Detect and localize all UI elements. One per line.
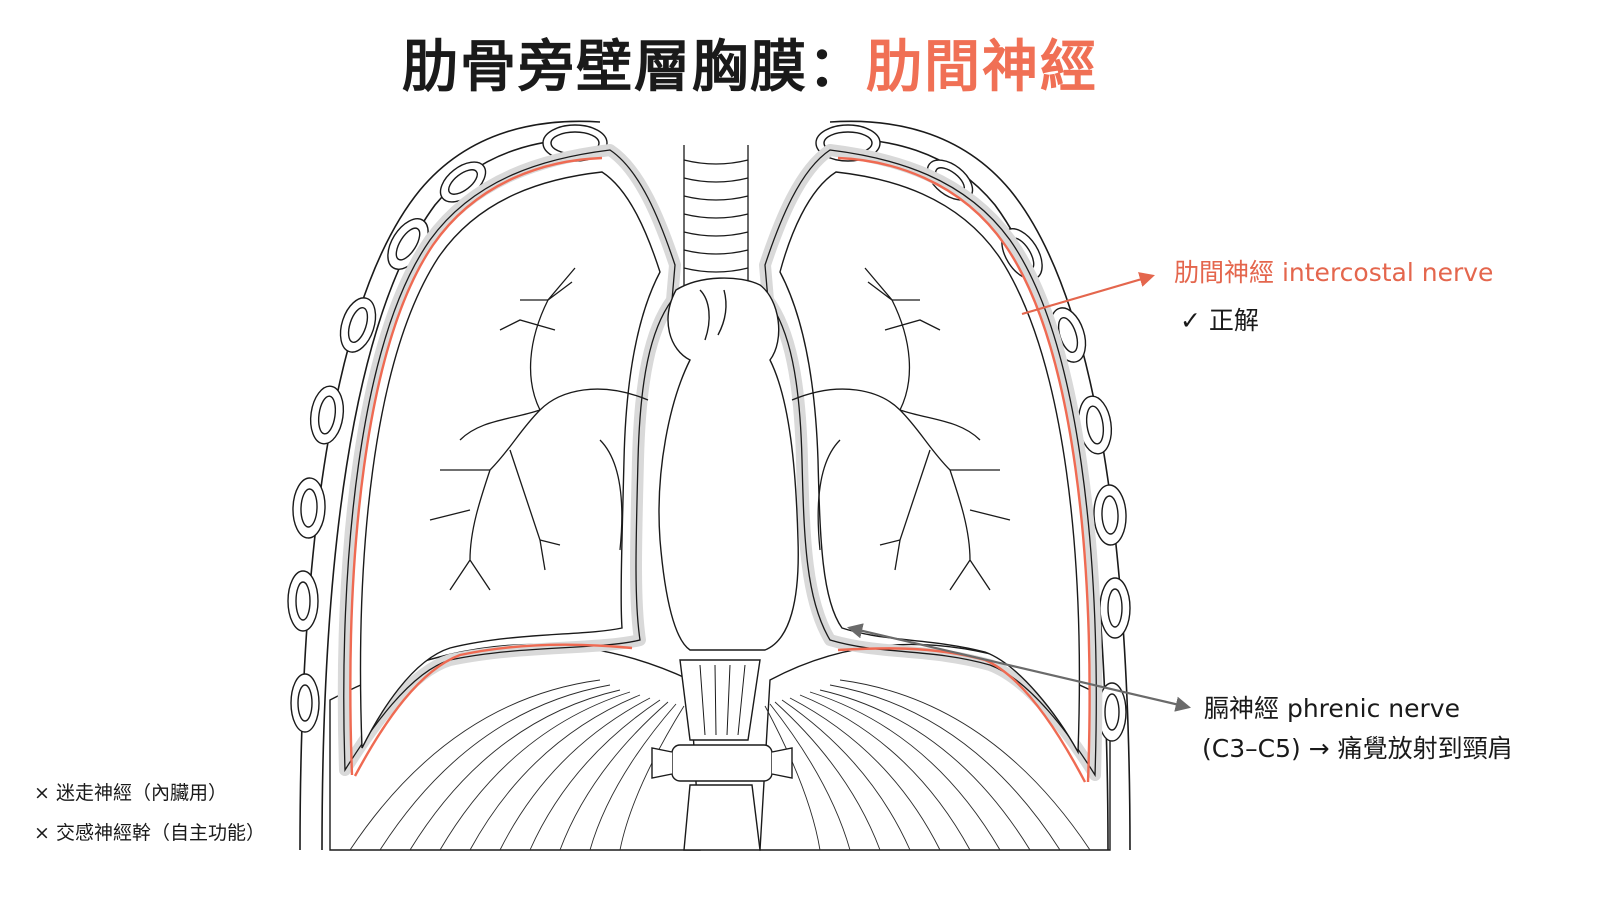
intercostal-label-en: intercostal nerve	[1281, 258, 1494, 287]
phrenic-detail: (C3–C5) → 痛覺放射到頸肩	[1202, 734, 1513, 763]
phrenic-arrow	[847, 623, 1191, 712]
note-sympathetic: × 交感神經幹（自主功能）	[34, 822, 265, 844]
note-vagus: × 迷走神經（內臟用）	[34, 782, 227, 804]
heart	[658, 277, 799, 651]
left-lung	[359, 171, 661, 749]
intercostal-arrow	[1021, 272, 1155, 316]
rib-sections	[287, 124, 1131, 742]
phrenic-callout: 膈神經 phrenic nerve	[1204, 694, 1460, 724]
intercostal-callout: 肋間神經 intercostal nerve	[1174, 258, 1493, 288]
phrenic-label-en: phrenic nerve	[1286, 694, 1460, 723]
phrenic-label-cn: 膈神經	[1204, 694, 1280, 723]
title-main: 肋骨旁壁層胸膜：	[402, 35, 866, 100]
intercostal-label-cn: 肋間神經	[1174, 258, 1275, 287]
correct-answer-label: ✓ 正解	[1180, 306, 1259, 335]
trachea	[683, 145, 749, 291]
spine	[651, 659, 793, 851]
title-highlight: 肋間神經	[866, 35, 1098, 100]
page-title: 肋骨旁壁層胸膜：肋間神經	[0, 22, 1500, 103]
bronchial-tree	[429, 267, 1011, 591]
